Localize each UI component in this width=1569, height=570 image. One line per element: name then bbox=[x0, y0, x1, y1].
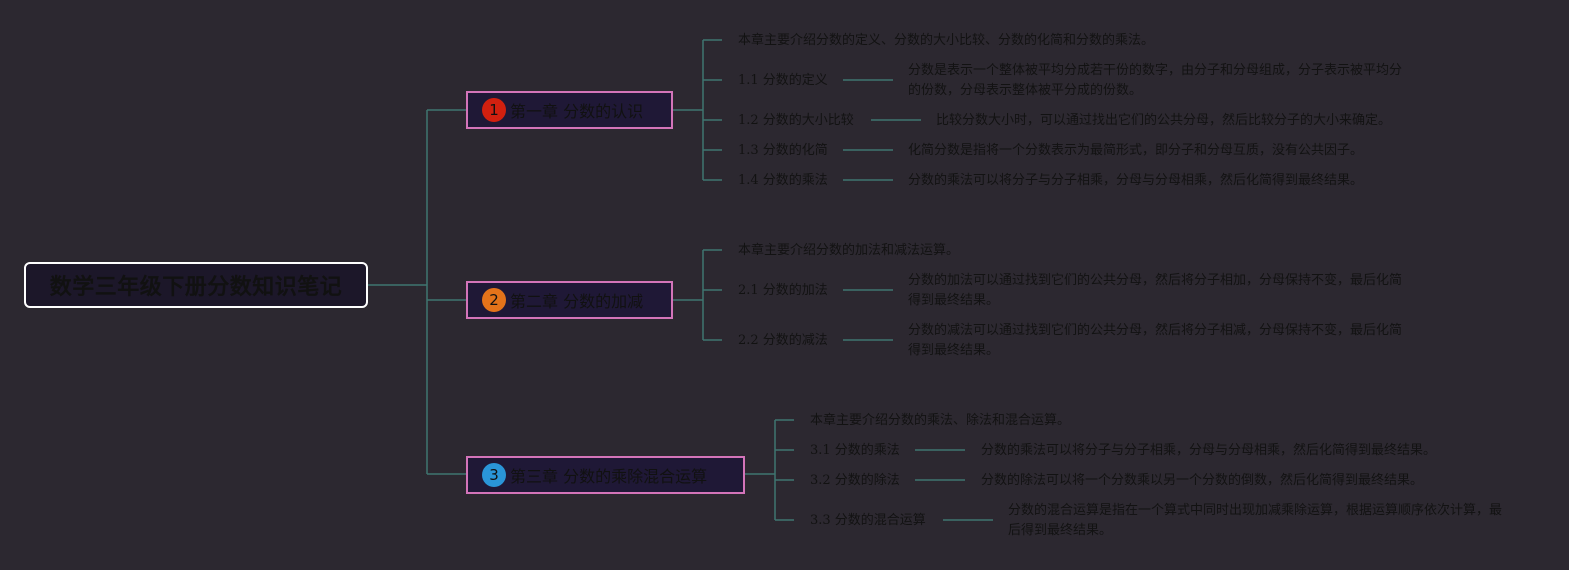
section-1-3-text: 化简分数是指将一个分数表示为最简形式，即分子和分母互质，没有公共因子。 bbox=[908, 143, 1364, 158]
section-1-1-text: 分数是表示一个整体被平均分成若干份的数字，由分子和分母组成，分子表示被平均分的份… bbox=[908, 63, 1403, 98]
section-3-2-label[interactable]: 3.2 分数的除法 bbox=[810, 473, 900, 488]
section-3-3-text: 分数的混合运算是指在一个算式中同时出现加减乘除运算，根据运算顺序依次计算，最后得… bbox=[1008, 503, 1503, 538]
section-1-4-label[interactable]: 1.4 分数的乘法 bbox=[738, 173, 828, 188]
chapter-1-intro: 本章主要介绍分数的定义、分数的大小比较、分数的化简和分数的乘法。 bbox=[738, 33, 1155, 48]
chapter-title: 第一章 分数的认识 bbox=[510, 102, 644, 121]
chapter-3-intro: 本章主要介绍分数的乘法、除法和混合运算。 bbox=[810, 413, 1071, 428]
number-badge-icon: 2 bbox=[482, 288, 506, 312]
section-3-3-label[interactable]: 3.3 分数的混合运算 bbox=[810, 513, 926, 528]
section-2-2-label[interactable]: 2.2 分数的减法 bbox=[738, 333, 828, 348]
chapter-node-1[interactable]: 1 第一章 分数的认识 bbox=[466, 91, 673, 129]
section-2-1-label[interactable]: 2.1 分数的加法 bbox=[738, 283, 828, 298]
section-3-1-text: 分数的乘法可以将分子与分子相乘，分母与分母相乘，然后化简得到最终结果。 bbox=[981, 443, 1437, 458]
chapter-title: 第二章 分数的加减 bbox=[510, 292, 644, 311]
chapter-2-intro: 本章主要介绍分数的加法和减法运算。 bbox=[738, 243, 960, 258]
section-2-2-text: 分数的减法可以通过找到它们的公共分母，然后将分子相减，分母保持不变，最后化简得到… bbox=[908, 323, 1403, 358]
chapter-node-2[interactable]: 2 第二章 分数的加减 bbox=[466, 281, 673, 319]
chapter-title: 第三章 分数的乘除混合运算 bbox=[510, 467, 708, 486]
chapter-node-3[interactable]: 3 第三章 分数的乘除混合运算 bbox=[466, 456, 745, 494]
root-title: 数学三年级下册分数知识笔记 bbox=[49, 275, 343, 300]
section-1-2-label[interactable]: 1.2 分数的大小比较 bbox=[738, 113, 854, 128]
number-badge-icon: 3 bbox=[482, 463, 506, 487]
section-1-1-label[interactable]: 1.1 分数的定义 bbox=[738, 73, 828, 88]
section-3-1-label[interactable]: 3.1 分数的乘法 bbox=[810, 443, 900, 458]
section-1-4-text: 分数的乘法可以将分子与分子相乘，分母与分母相乘，然后化简得到最终结果。 bbox=[908, 173, 1364, 188]
number-badge-icon: 1 bbox=[482, 98, 506, 122]
section-1-3-label[interactable]: 1.3 分数的化简 bbox=[738, 143, 828, 158]
root-node[interactable]: 数学三年级下册分数知识笔记 bbox=[24, 262, 368, 308]
section-2-1-text: 分数的加法可以通过找到它们的公共分母，然后将分子相加，分母保持不变，最后化简得到… bbox=[908, 273, 1403, 308]
section-3-2-text: 分数的除法可以将一个分数乘以另一个分数的倒数，然后化简得到最终结果。 bbox=[981, 473, 1424, 488]
section-1-2-text: 比较分数大小时，可以通过找出它们的公共分母，然后比较分子的大小来确定。 bbox=[936, 113, 1392, 128]
